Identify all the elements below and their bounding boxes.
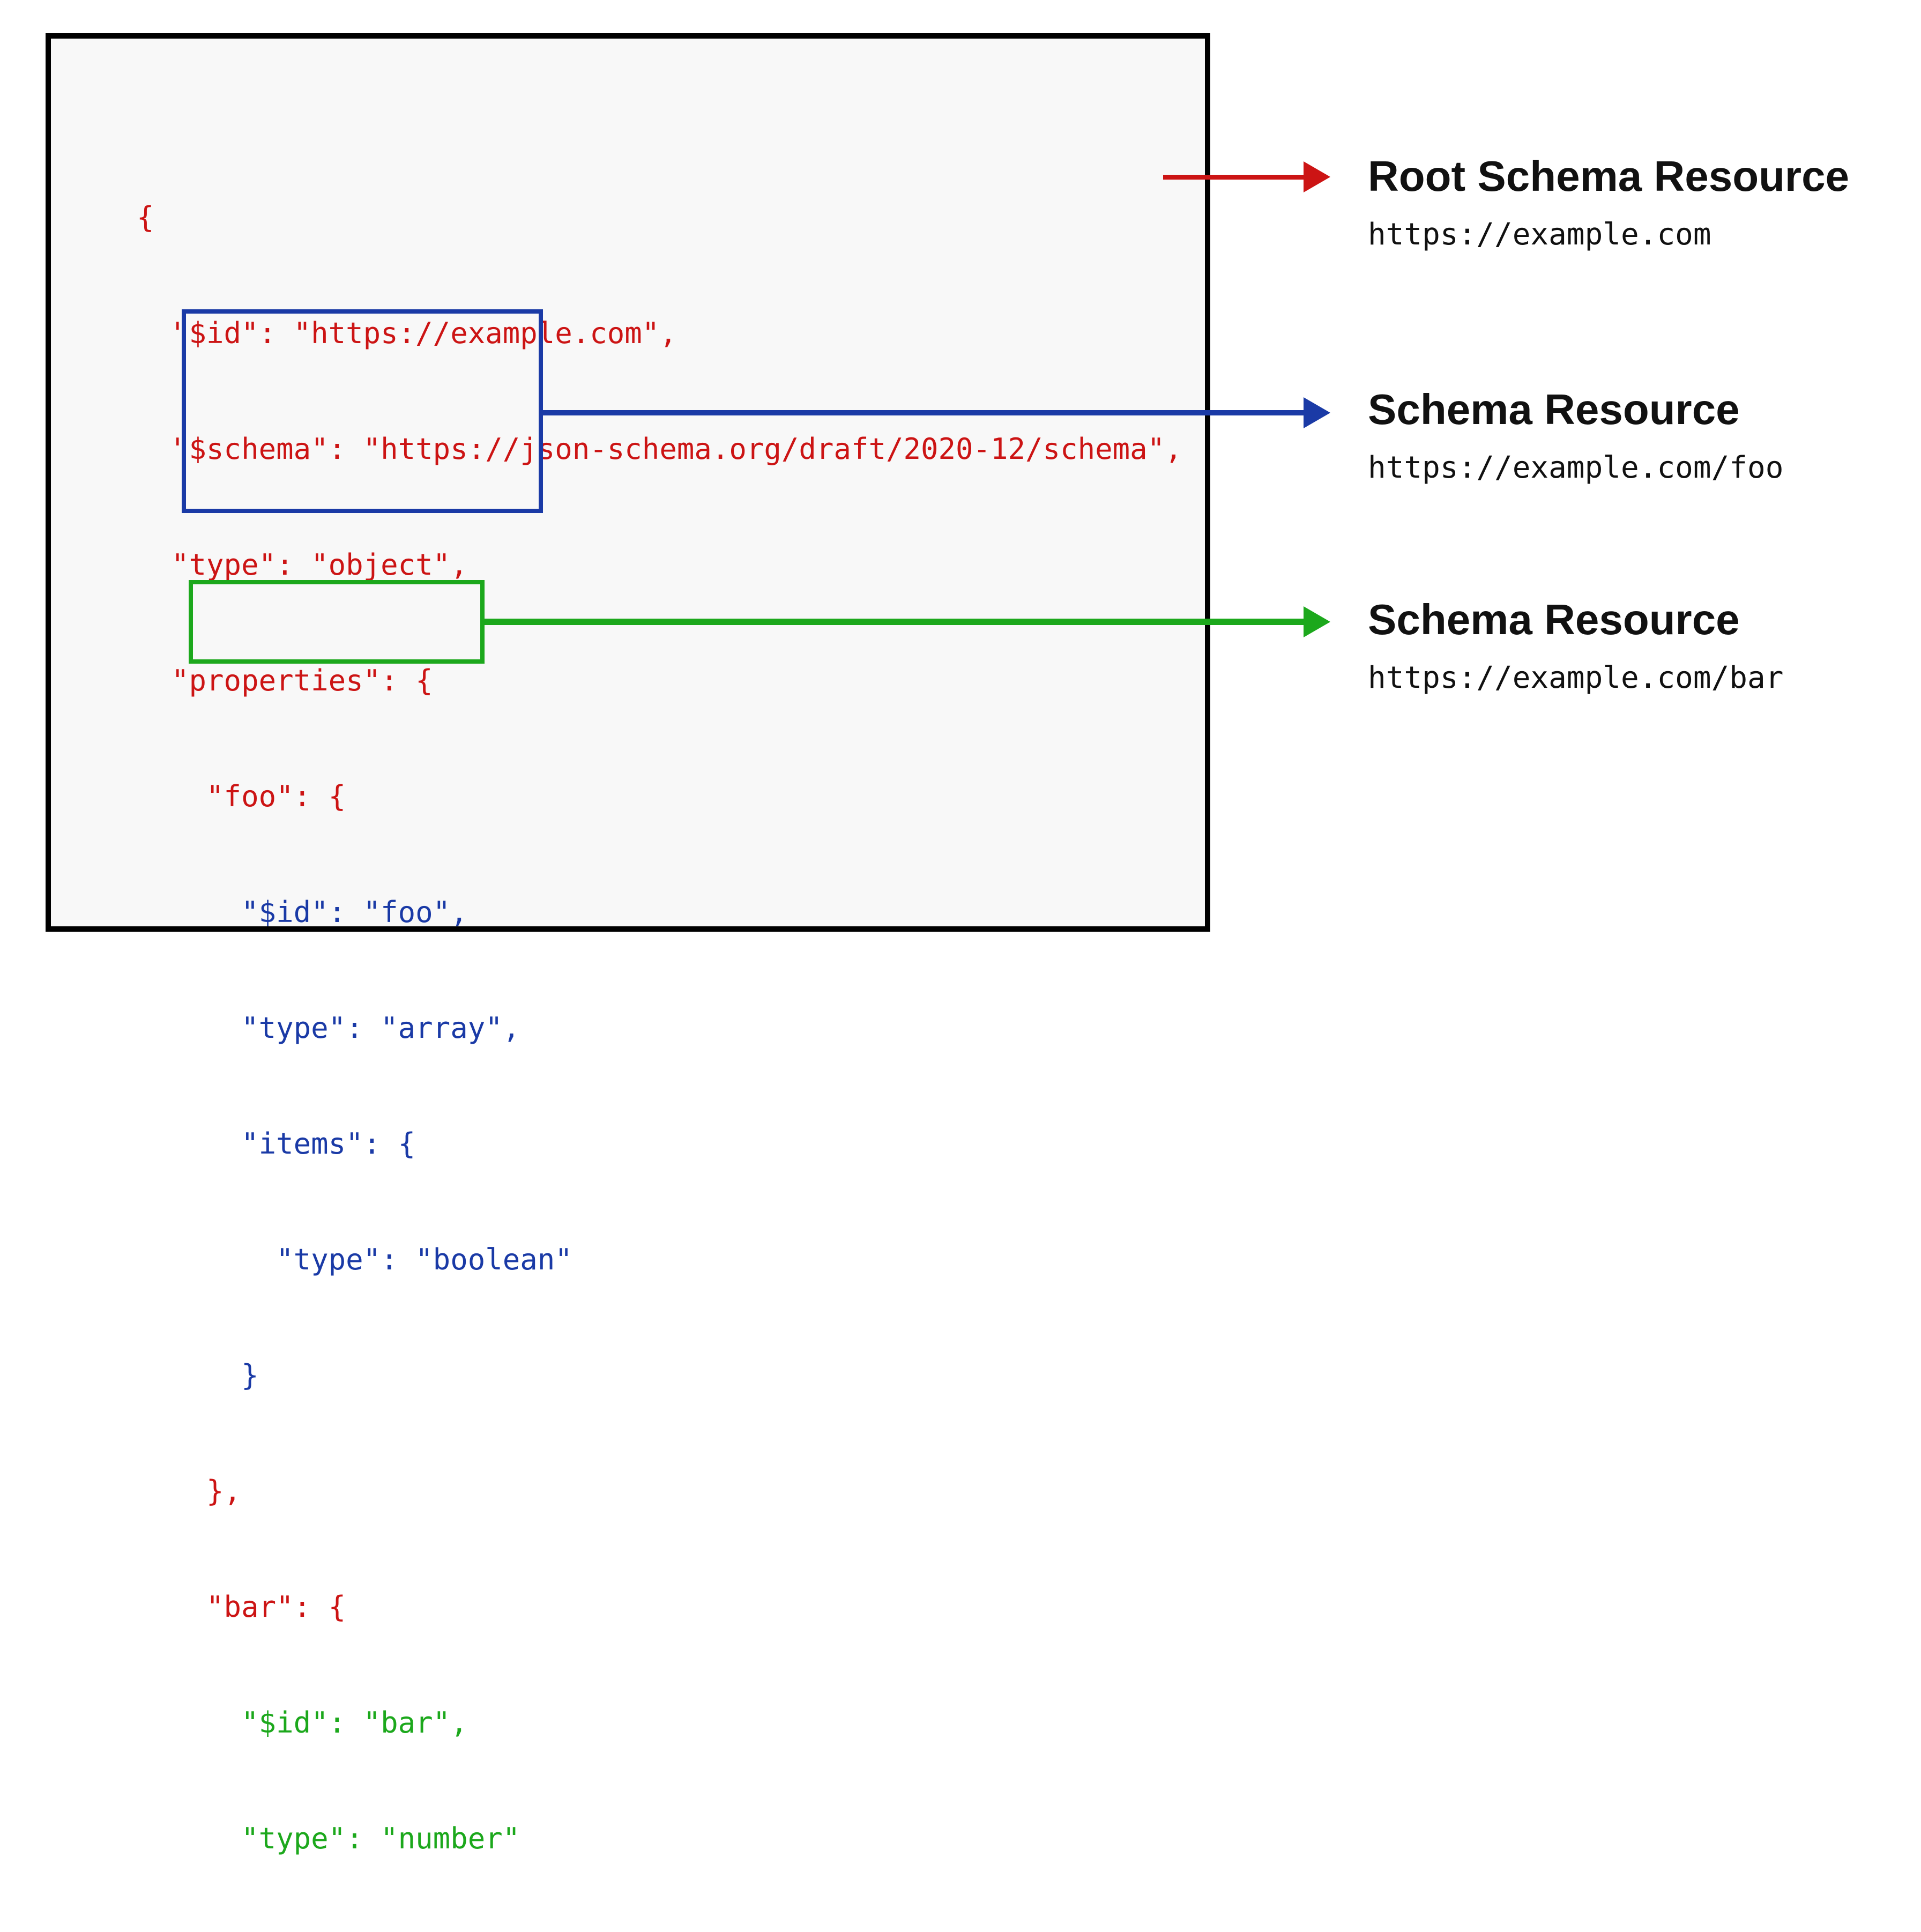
code-line: "$id": "https://example.com", xyxy=(137,316,677,350)
code-line: "$id": "bar", xyxy=(137,1706,468,1740)
code-line: "items": { xyxy=(137,1127,416,1161)
code-line: "type": "object", xyxy=(137,548,468,582)
code-line: "type": "number" xyxy=(137,1822,520,1855)
code-line: "$id": "foo", xyxy=(137,895,468,929)
annotation-title: Root Schema Resource xyxy=(1368,152,1850,200)
root-schema-arrow-shaft xyxy=(1163,175,1304,180)
code-line: "foo": { xyxy=(137,779,346,813)
foo-schema-resource-box xyxy=(182,309,543,513)
annotation-url: https://example.com/bar xyxy=(1368,660,1784,695)
code-line: "properties": { xyxy=(137,664,433,697)
annotation-bar-schema-resource: Schema Resource https://example.com/bar xyxy=(1368,595,1783,695)
code-line: "type": "array", xyxy=(137,1011,520,1045)
annotation-title: Schema Resource xyxy=(1368,596,1740,643)
arrow-head-icon xyxy=(1304,161,1330,192)
diagram-stage: { "$id": "https://example.com", "$schema… xyxy=(46,33,1849,1855)
code-line: "$schema": "https://json-schema.org/draf… xyxy=(137,432,1182,466)
code-line: }, xyxy=(137,1474,242,1508)
code-line: { xyxy=(137,200,154,234)
bar-schema-arrow-shaft xyxy=(484,619,1304,625)
code-line: "bar": { xyxy=(137,1590,346,1624)
annotation-title: Schema Resource xyxy=(1368,385,1740,433)
code-line: } xyxy=(137,1358,259,1392)
bar-schema-resource-box xyxy=(189,580,485,664)
foo-schema-arrow-shaft xyxy=(542,410,1304,415)
annotation-url: https://example.com xyxy=(1368,217,1711,252)
annotation-url: https://example.com/foo xyxy=(1368,450,1784,485)
arrow-head-icon xyxy=(1304,397,1330,428)
arrow-head-icon xyxy=(1304,606,1330,637)
schema-code-panel: { "$id": "https://example.com", "$schema… xyxy=(46,33,1210,1855)
code-line: "type": "boolean" xyxy=(137,1243,572,1276)
annotation-foo-schema-resource: Schema Resource https://example.com/foo xyxy=(1368,385,1783,485)
annotation-root-schema-resource: Root Schema Resource https://example.com xyxy=(1368,152,1849,252)
